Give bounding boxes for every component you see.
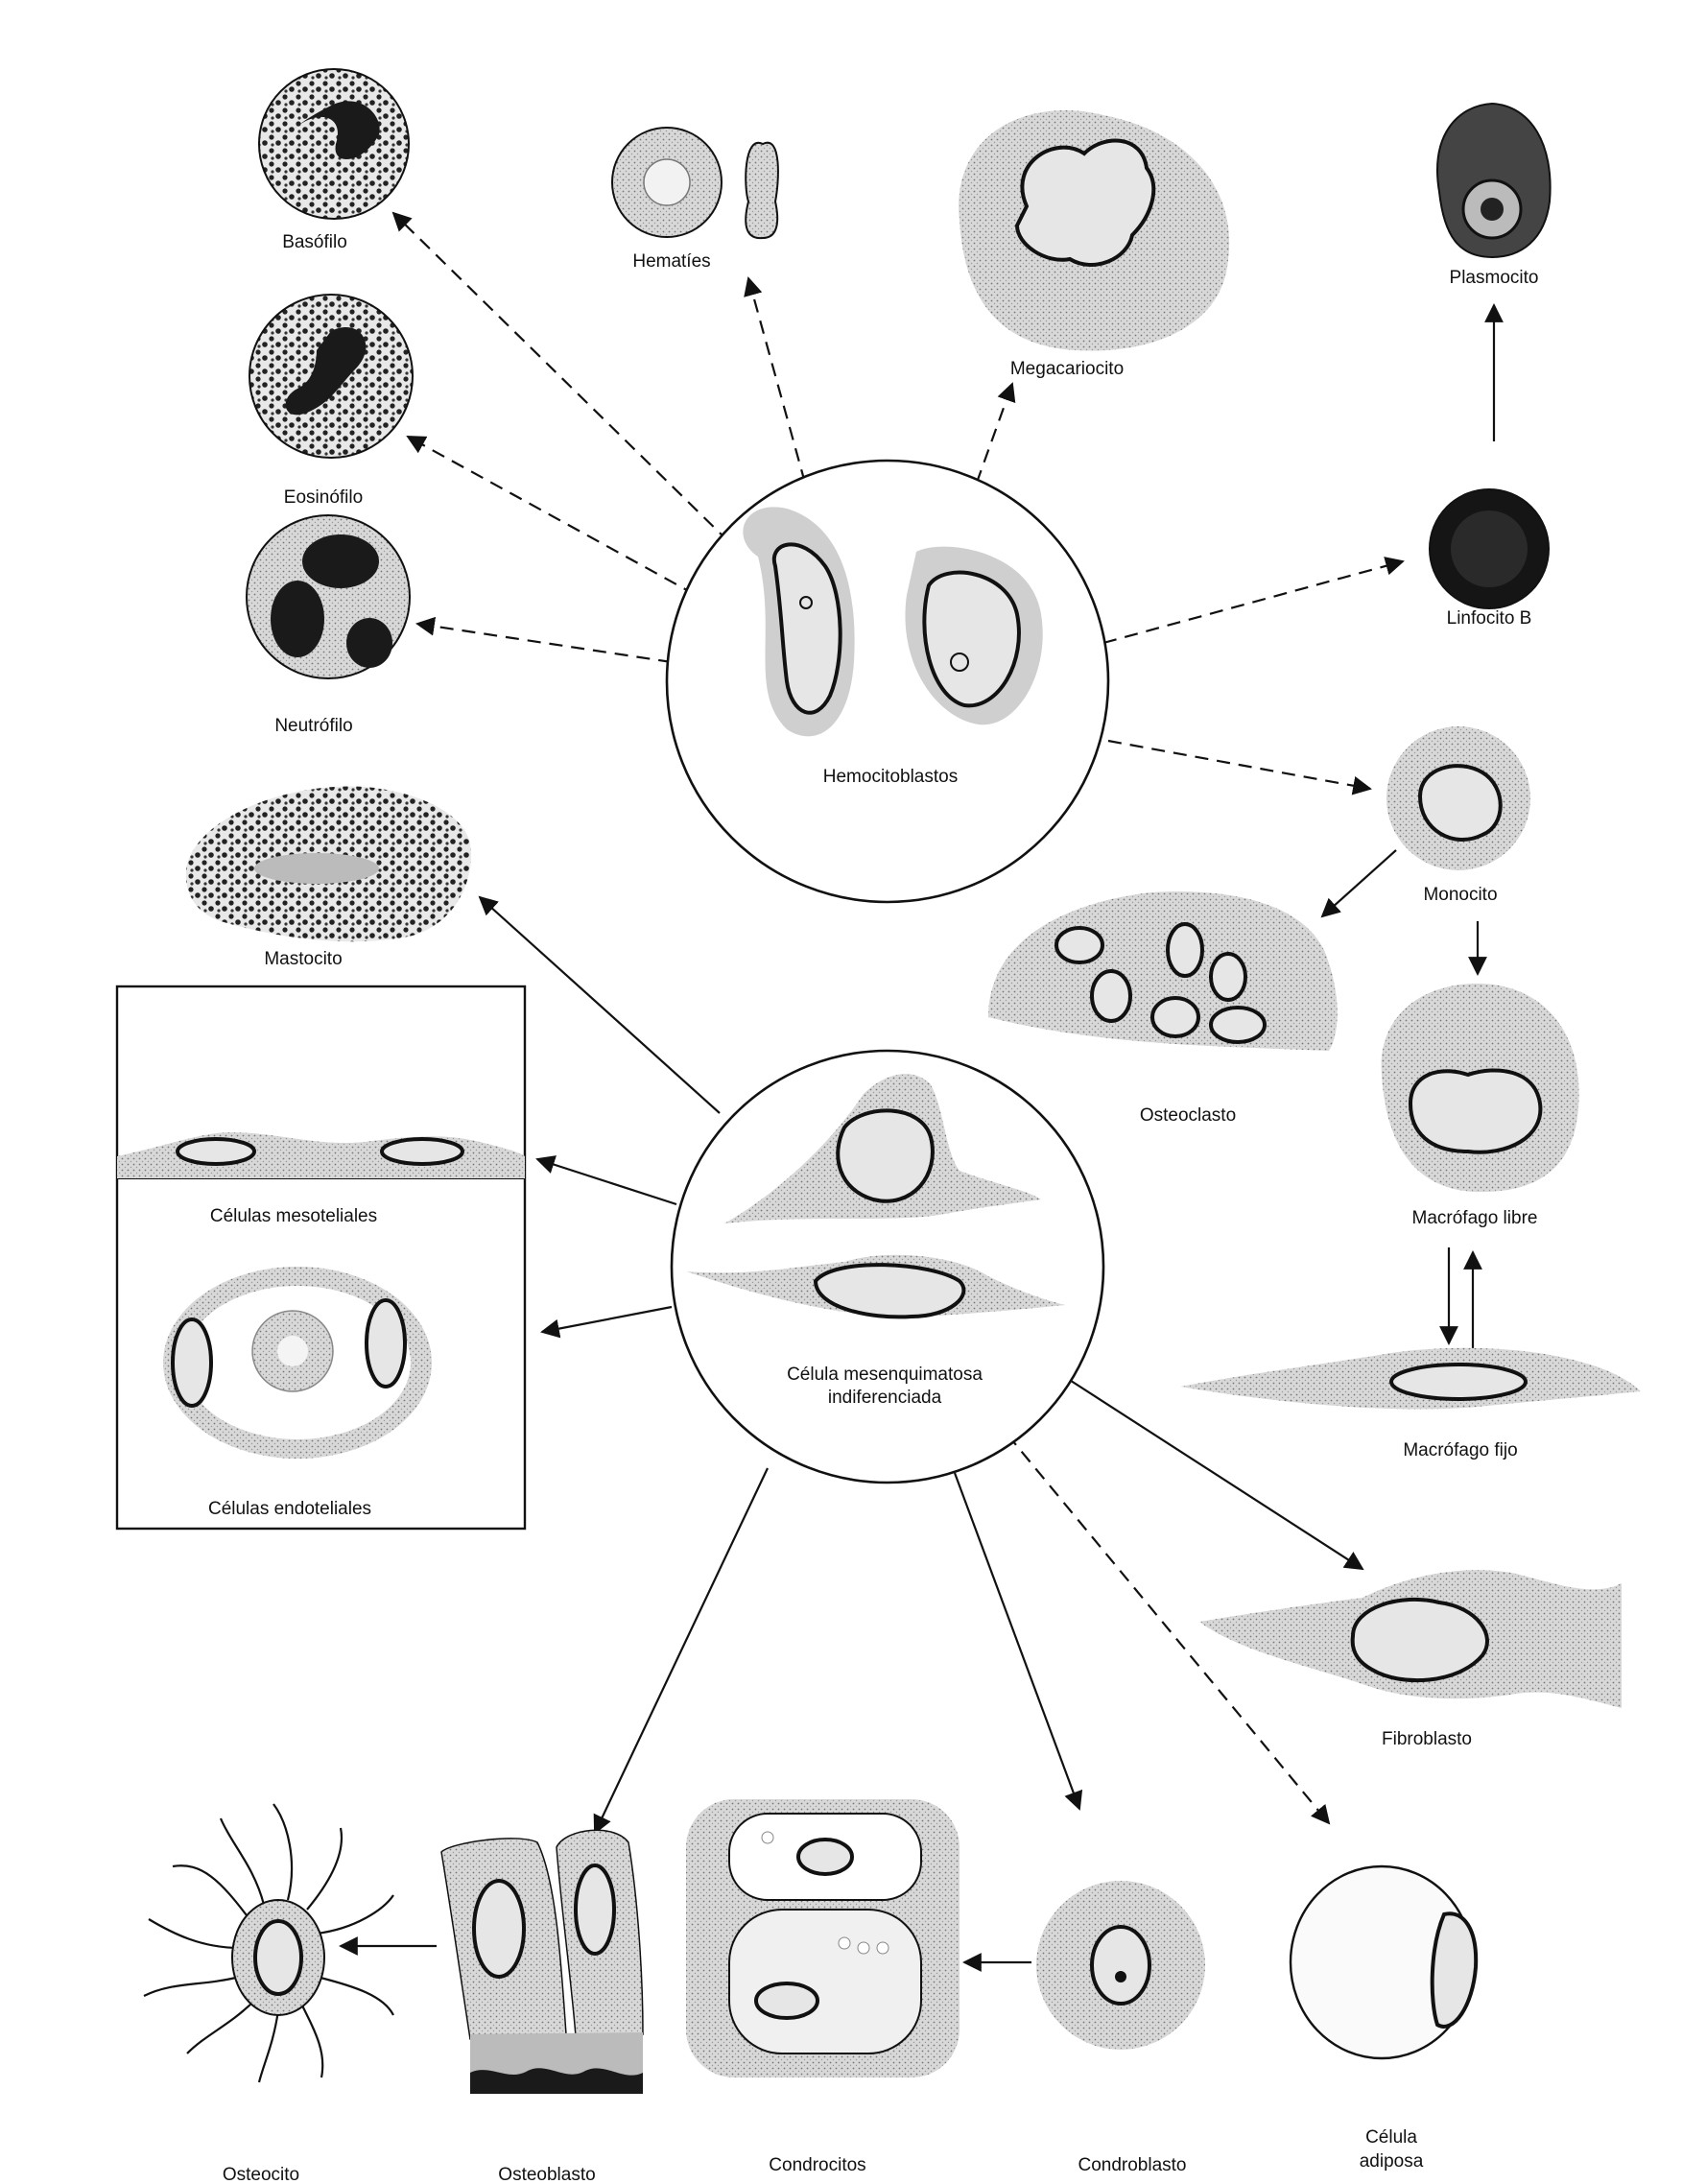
osteoblasto-cell — [440, 1829, 644, 2094]
label-celula-adiposa-1: Célula — [1365, 2127, 1417, 2148]
arrow-hemo-neutrofilo — [415, 616, 673, 664]
neutrofilo-cell — [246, 514, 411, 679]
label-celula-mesenquimatosa-1: Célula mesenquimatosa — [787, 1365, 983, 1385]
arrow-hemo-basofilo — [391, 211, 730, 543]
megacariocito-cell — [959, 109, 1230, 351]
arrow-hemo-eosinofilo — [406, 436, 697, 596]
arrows — [339, 211, 1504, 1972]
label-osteoclasto: Osteoclasto — [1140, 1105, 1236, 1126]
label-hematies: Hematíes — [632, 251, 710, 272]
arrow-mes-osteoblasto — [593, 1467, 769, 1835]
label-condroblasto: Condroblasto — [1078, 2155, 1186, 2175]
label-linfocito-b: Linfocito B — [1447, 608, 1532, 629]
macrofago-libre-cell — [1381, 984, 1579, 1193]
hematies-cell — [611, 127, 779, 240]
osteocito-cell — [143, 1803, 394, 2083]
fibroblasto-cell — [1199, 1570, 1622, 1708]
monocito-cell — [1386, 726, 1530, 870]
arrow-mes-condroblasto — [953, 1472, 1083, 1811]
celula-adiposa-cell — [1289, 1864, 1479, 2060]
hemocitoblastos-cell — [665, 459, 1110, 904]
macrofago-fijo-cell — [1180, 1347, 1641, 1410]
mastocito-cell — [185, 786, 471, 942]
label-basofilo: Basófilo — [282, 232, 347, 252]
arrow-mes-fibroblasto — [1064, 1376, 1364, 1571]
plasmocito-cell — [1436, 102, 1552, 259]
arrow-mes-endoteliales — [540, 1305, 673, 1339]
epithelial-box — [115, 985, 527, 1531]
label-hemocitoblastos: Hemocitoblastos — [823, 767, 958, 787]
label-megacariocito: Megacariocito — [1010, 359, 1124, 379]
eosinofilo-cell — [249, 294, 414, 459]
arrow-mes-mesoteliales — [535, 1155, 677, 1206]
linfocito-b-cell — [1429, 488, 1550, 609]
label-celulas-endoteliales: Células endoteliales — [208, 1499, 371, 1519]
basofilo-cell — [258, 68, 410, 220]
arrow-hemo-linfocito — [1102, 557, 1405, 645]
arrow-monocito-osteoclasto — [1320, 849, 1397, 918]
label-fibroblasto: Fibroblasto — [1382, 1729, 1472, 1749]
osteoclasto-cell — [988, 891, 1338, 1051]
arrow-mes-adiposa — [1007, 1434, 1331, 1825]
label-macrofago-libre: Macrófago libre — [1412, 1208, 1538, 1228]
label-eosinofilo: Eosinófilo — [284, 487, 363, 508]
label-celulas-mesoteliales: Células mesoteliales — [210, 1206, 377, 1226]
label-plasmocito: Plasmocito — [1450, 268, 1539, 288]
condrocitos-cell — [686, 1799, 960, 2077]
label-condrocitos: Condrocitos — [769, 2155, 865, 2175]
celula-mesenquimatosa-cell — [670, 1049, 1105, 1484]
label-celula-adiposa-2: adiposa — [1360, 2151, 1424, 2172]
labels: Basófilo Hematíes Megacariocito Plasmoci… — [208, 232, 1538, 2184]
label-celula-mesenquimatosa-2: indiferenciada — [828, 1388, 942, 1408]
label-macrofago-fijo: Macrófago fijo — [1403, 1440, 1517, 1460]
arrow-mes-mastocito — [478, 895, 721, 1114]
arrow-hemo-hematies — [744, 276, 813, 505]
label-osteocito: Osteocito — [223, 2165, 299, 2184]
arrow-hemo-monocito — [1107, 739, 1372, 795]
label-neutrofilo: Neutrófilo — [274, 716, 352, 736]
label-mastocito: Mastocito — [264, 949, 342, 969]
label-osteoblasto: Osteoblasto — [498, 2165, 595, 2184]
label-monocito: Monocito — [1423, 885, 1497, 905]
condroblasto-cell — [1036, 1881, 1205, 2050]
